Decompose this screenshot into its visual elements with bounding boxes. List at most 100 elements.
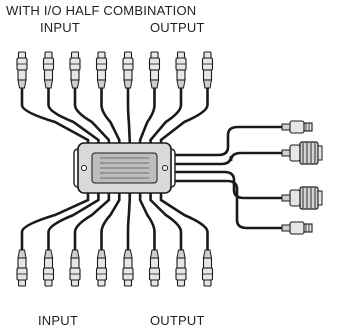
bnc-boot [202,79,213,89]
connector-boot [281,123,291,131]
bnc-boot [43,249,54,259]
bottom-bnc-connectors [16,249,214,287]
cables [20,86,284,252]
bnc-boot [149,249,160,259]
bnc-boot [43,79,54,89]
bnc-boot [96,79,107,89]
bnc-tip [97,279,106,287]
bnc-body [149,69,160,81]
bnc-boot [176,249,186,259]
bnc-tip [70,279,80,287]
bnc-tip [17,279,27,287]
bnc-body [17,69,27,81]
bottom-cable [126,189,132,252]
bnc-connector-icon [95,51,108,89]
bottom-input-label: INPUT [38,313,78,328]
bnc-boot [123,79,133,89]
bottom-output-label: OUTPUT [150,313,205,328]
connector-head [303,122,313,132]
bnc-connector-icon [42,249,55,287]
bnc-tip [44,51,53,59]
hub-unit [73,142,176,194]
bnc-tip [123,279,133,287]
bnc-body [123,69,133,81]
bnc-body [123,257,133,269]
bnc-body [176,69,186,81]
bnc-connector-icon [69,249,81,287]
connector-body [289,120,305,134]
bnc-connector-icon [42,51,55,89]
top-cable [100,86,121,147]
bnc-boot [96,249,107,259]
top-cable [149,86,183,147]
bnc-tip [176,51,186,59]
top-input-label: INPUT [40,20,80,35]
bnc-connector-icon [175,51,187,89]
bottom-cable [149,189,183,252]
bnc-tip [203,279,212,287]
bnc-connector-icon [148,51,161,89]
bnc-boot [17,79,27,89]
right-cable [167,170,284,200]
bnc-body [96,69,107,81]
connector-boot [281,149,291,157]
bnc-connector-icon [16,51,28,89]
bottom-cable [100,189,121,252]
bnc-boot [70,79,80,89]
bnc-body [70,69,80,81]
bnc-tip [150,51,159,59]
bnc-tip [123,51,133,59]
diagram-title: WITH I/O HALF COMBINATION [6,3,197,18]
connector-cap [317,145,323,161]
connector-body [289,144,301,162]
bnc-body [17,257,27,269]
bnc-body [202,69,213,81]
bnc-body [176,257,186,269]
bnc-connector-icon [122,51,134,89]
bottom-cable [138,189,156,252]
bottom-cable [159,189,209,252]
bnc-connector-icon [122,249,134,287]
bnc-tip [150,279,159,287]
cable-connector-icon [281,141,323,165]
bnc-tip [44,279,53,287]
top-cable [159,86,209,147]
bnc-boot [123,249,133,259]
hub-screw-left [81,165,87,171]
bnc-boot [17,249,27,259]
bnc-tip [176,279,186,287]
connector-head [303,223,313,233]
bnc-tip [203,51,212,59]
bottom-cable [73,189,111,252]
right-cable [167,179,284,230]
bnc-boot [70,249,80,259]
bnc-connector-icon [201,51,214,89]
connector-boot [281,224,291,232]
right-cable [167,151,284,166]
bnc-connector-icon [16,249,28,287]
bnc-tip [97,51,106,59]
bnc-connector-icon [175,249,187,287]
bnc-body [70,257,80,269]
cable-connector-icon [281,120,313,134]
bnc-boot [176,79,186,89]
bnc-body [202,257,213,269]
bottom-cable [20,189,90,252]
bnc-boot [149,79,160,89]
connector-body [289,189,301,207]
top-cable [138,86,156,147]
top-cable [20,86,90,147]
connector-cap [317,190,323,206]
cable-connector-icon [281,221,313,235]
bnc-connector-icon [148,249,161,287]
top-cable [47,86,100,147]
bnc-connector-icon [69,51,81,89]
top-cable [73,86,111,147]
top-cable [126,86,132,147]
bnc-boot [202,249,213,259]
right-cable [167,125,284,157]
bnc-body [43,257,54,269]
bnc-body [149,257,160,269]
